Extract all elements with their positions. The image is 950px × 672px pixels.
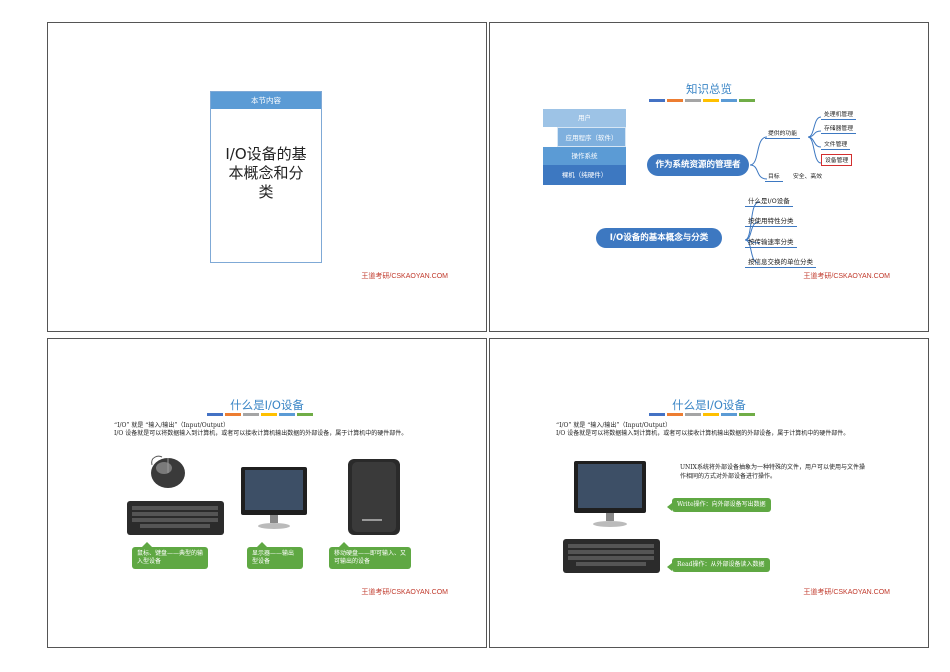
io-item-what-is: 什么是I/O设备	[745, 195, 793, 207]
keyboard-icon	[127, 501, 224, 535]
callout-storage-devices: 移动硬盘——即可输入、又可输出的设备	[329, 542, 411, 569]
layer-hardware: 裸机（纯硬件）	[543, 165, 626, 185]
function-memory: 存储器管理	[821, 123, 856, 134]
layer-application: 应用程序（软件）	[557, 127, 626, 147]
color-swatch	[739, 99, 755, 102]
external-drive-icon	[348, 459, 400, 535]
color-swatch	[207, 413, 223, 416]
layer-user: 用户	[543, 109, 626, 127]
function-file: 文件管理	[821, 139, 851, 150]
title-line: I/O设备的基	[225, 145, 307, 163]
footer-brand: 王道考研/CSKAOYAN.COM	[361, 589, 448, 596]
io-definition: “I/O” 就是 “输入/输出”（Input/Output） I/O 设备就是可…	[114, 422, 414, 438]
color-swatch	[739, 413, 755, 416]
color-swatch	[667, 99, 683, 102]
color-swatch	[685, 413, 701, 416]
slide-title: 知识总览	[686, 82, 732, 96]
color-swatch	[703, 99, 719, 102]
io-definition: “I/O” 就是 “输入/输出”（Input/Output） I/O 设备就是可…	[556, 422, 856, 438]
color-swatch	[649, 413, 665, 416]
io-item-by-rate: 按传输速率分类	[745, 236, 797, 248]
color-swatch	[279, 413, 295, 416]
contents-box: 本节内容 I/O设备的基 本概念和分 类	[210, 91, 322, 263]
io-line: I/O 设备就是可以将数据输入到计算机，或者可以接收计算机输出数据的外部设备，属…	[556, 430, 850, 437]
label-goal: 目标	[765, 171, 783, 182]
function-device: 设备管理	[821, 154, 853, 166]
title-line: 本概念和分	[228, 164, 304, 182]
color-swatch	[667, 413, 683, 416]
slide-what-is-io[interactable]: 什么是I/O设备 “I/O” 就是 “输入/输出”（Input/Output） …	[47, 338, 487, 648]
title-line: 类	[258, 183, 274, 201]
function-processor: 处理机管理	[821, 109, 856, 120]
contents-header: 本节内容	[211, 92, 321, 109]
io-item-by-unit: 按信息交换的单位分类	[745, 256, 816, 268]
slide-title: 什么是I/O设备	[672, 398, 746, 412]
mouse-icon	[151, 455, 185, 488]
footer-brand: 王道考研/CSKAOYAN.COM	[803, 273, 890, 280]
slide-io-operations[interactable]: 什么是I/O设备 “I/O” 就是 “输入/输出”（Input/Output） …	[489, 338, 929, 648]
slide-overview[interactable]: 知识总览 用户 应用程序（软件） 操作系统 裸机（纯硬件） 作为系统资源的管理者…	[489, 22, 929, 332]
color-swatch	[297, 413, 313, 416]
callout-input-devices: 鼠标、键盘——典型的输入型设备	[132, 542, 208, 569]
io-line: “I/O” 就是 “输入/输出”（Input/Output）	[556, 422, 672, 429]
node-resource-manager[interactable]: 作为系统资源的管理者	[647, 154, 749, 176]
color-swatch	[721, 99, 737, 102]
color-swatch	[649, 99, 665, 102]
callout-output-devices: 显示器——输出型设备	[247, 542, 303, 569]
color-swatch	[261, 413, 277, 416]
color-swatch	[703, 413, 719, 416]
color-swatch	[243, 413, 259, 416]
goal-value: 安全、高效	[793, 174, 822, 180]
keyboard-icon	[563, 539, 660, 573]
slide-title: 什么是I/O设备	[230, 398, 304, 412]
unix-abstraction-text: UNIX系统将外部设备抽象为一种特殊的文件，用户可以使用与文件操作相同的方式对外…	[680, 464, 865, 480]
color-swatch	[225, 413, 241, 416]
mindmap-connectors	[745, 116, 822, 264]
monitor-icon	[241, 467, 307, 529]
callout-read-operation: Read操作：从外部设备读入数据	[667, 558, 770, 572]
io-line: I/O 设备就是可以将数据输入到计算机，或者可以接收计算机输出数据的外部设备，属…	[114, 430, 408, 437]
node-io-concepts[interactable]: I/O设备的基本概念与分类	[596, 228, 722, 248]
label-functions: 提供的功能	[765, 128, 800, 139]
color-bar	[649, 413, 755, 416]
color-bar	[207, 413, 313, 416]
contents-title: I/O设备的基 本概念和分 类	[211, 109, 321, 202]
footer-brand: 王道考研/CSKAOYAN.COM	[803, 589, 890, 596]
callout-write-operation: Write操作：向外部设备写出数据	[667, 498, 771, 512]
io-line: “I/O” 就是 “输入/输出”（Input/Output）	[114, 422, 230, 429]
monitor-icon	[574, 461, 646, 527]
slide-contents[interactable]: 本节内容 I/O设备的基 本概念和分 类 王道考研/CSKAOYAN.COM	[47, 22, 487, 332]
color-bar	[649, 99, 755, 102]
io-item-by-usage: 按使用特性分类	[745, 215, 797, 227]
color-swatch	[685, 99, 701, 102]
footer-brand: 王道考研/CSKAOYAN.COM	[361, 273, 448, 280]
color-swatch	[721, 413, 737, 416]
layer-os: 操作系统	[543, 147, 626, 165]
